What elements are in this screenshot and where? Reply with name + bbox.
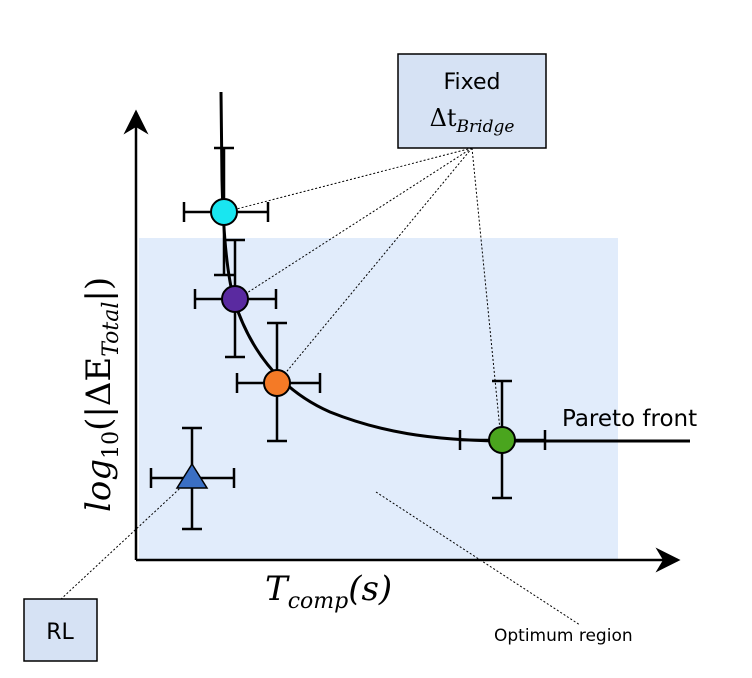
rl-label: RL (46, 620, 74, 645)
point-rl-triangle (175, 462, 209, 489)
fixed-dt-callout: Fixed ΔtBridge (397, 53, 547, 149)
optimum-region (139, 238, 618, 560)
point-orange (263, 369, 291, 397)
point-purple (221, 285, 249, 313)
leader-lines (59, 147, 581, 626)
fixed-label: Fixed (443, 70, 500, 95)
y-axis-label: log10(|ΔETotal|) (79, 277, 124, 512)
optimum-region-label: Optimum region (494, 626, 633, 646)
x-axis-label: Tcomp(s) (265, 569, 392, 614)
point-green (488, 426, 516, 454)
delta-t-bridge-label: ΔtBridge (430, 104, 515, 137)
rl-callout: RL (23, 598, 98, 662)
point-cyan (210, 198, 238, 226)
pareto-front-label: Pareto front (562, 406, 697, 432)
